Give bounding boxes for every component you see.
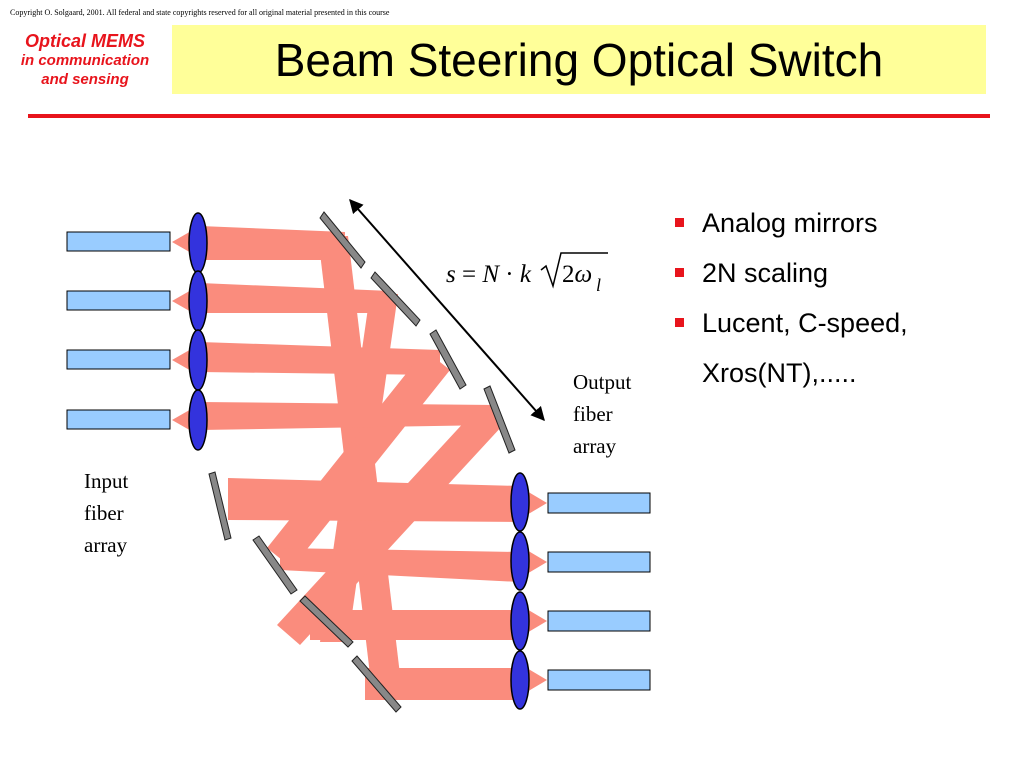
output-fiber-3 <box>547 610 651 632</box>
input-label: Input fiber array <box>84 469 134 557</box>
beam-out-3 <box>310 610 520 640</box>
input-fiber-4 <box>66 409 171 430</box>
slide-title: Beam Steering Optical Switch <box>274 33 884 86</box>
title-banner: Beam Steering Optical Switch <box>172 25 986 94</box>
input-label-line-1: Input <box>84 469 128 493</box>
output-lens-2 <box>510 531 530 591</box>
output-label-line-1: Output <box>573 370 632 394</box>
output-lens-4 <box>510 650 530 710</box>
bullet-text: Lucent, C-speed, <box>702 308 908 338</box>
input-label-line-2: fiber <box>84 501 124 525</box>
formula-eq: = <box>456 261 483 288</box>
bullet-continuation: Xros(NT),..... <box>702 358 857 388</box>
output-fiber-1 <box>547 492 651 514</box>
input-lens-1 <box>188 212 208 274</box>
mirror-lower-3 <box>299 595 354 648</box>
beam-in-3-a <box>200 342 440 375</box>
beam-out-4 <box>365 668 520 700</box>
output-label-line-2: fiber <box>573 402 613 426</box>
bullet-marker <box>675 268 684 277</box>
output-label-line-3: array <box>573 434 617 458</box>
mirror-lower-1 <box>208 471 232 541</box>
input-label-line-3: array <box>84 533 128 557</box>
header-divider <box>28 114 990 118</box>
bullet-marker <box>675 318 684 327</box>
bullet-list: Analog mirrors 2N scaling Lucent, C-spee… <box>672 198 908 398</box>
input-fiber-3 <box>66 349 171 370</box>
lower-mirror-array <box>208 471 402 713</box>
radical-sign <box>540 252 608 289</box>
formula-two: 2 <box>562 261 575 288</box>
svg-text:2ω: 2ω <box>562 261 592 288</box>
course-line-1: Optical MEMS <box>24 31 145 51</box>
svg-text:s = N · k: s = N · k <box>446 261 532 288</box>
bullet-text: Analog mirrors <box>702 208 878 238</box>
formula-sub: l <box>596 275 601 295</box>
output-label: Output fiber array <box>573 370 637 458</box>
output-lens-3 <box>510 591 530 651</box>
input-fiber-1 <box>66 231 171 252</box>
beam-in-1-a <box>200 226 345 260</box>
course-title: Optical MEMS in communication and sensin… <box>6 31 164 89</box>
formula-N: N <box>481 261 500 288</box>
copyright-notice: Copyright O. Solgaard, 2001. All federal… <box>10 8 390 17</box>
bullet-marker <box>675 218 684 227</box>
input-lens-2 <box>188 270 208 332</box>
output-fiber-array <box>510 472 651 710</box>
output-fiber-2 <box>547 551 651 573</box>
bullet-item: Lucent, C-speed, <box>672 298 908 348</box>
light-beams <box>200 226 520 700</box>
beam-out-1 <box>228 478 520 522</box>
input-fiber-array <box>66 212 208 451</box>
scaling-formula: s = N · k 2ω l <box>446 252 608 295</box>
beam-in-4-b <box>277 405 503 645</box>
distance-arrow <box>349 198 545 422</box>
output-lens-1 <box>510 472 530 532</box>
beam-in-4-a <box>200 402 495 430</box>
course-line-2: in communication <box>20 52 150 69</box>
bullet-text: 2N scaling <box>702 258 829 288</box>
formula-s: s <box>446 261 456 288</box>
mirror-lower-2 <box>252 535 298 595</box>
beam-out-2 <box>280 548 520 582</box>
formula-dot: · <box>499 261 520 288</box>
input-lens-3 <box>188 329 208 391</box>
input-fiber-2 <box>66 290 171 311</box>
formula-k: k <box>520 261 532 288</box>
bullet-item: 2N scaling <box>672 248 908 298</box>
mirror-lower-4 <box>351 655 402 713</box>
input-lens-4 <box>188 389 208 451</box>
output-fiber-4 <box>547 669 651 691</box>
beam-in-2-a <box>200 283 390 313</box>
course-line-3: and sensing <box>41 71 129 88</box>
bullet-item: Analog mirrors <box>672 198 908 248</box>
formula-omega: ω <box>575 261 593 288</box>
